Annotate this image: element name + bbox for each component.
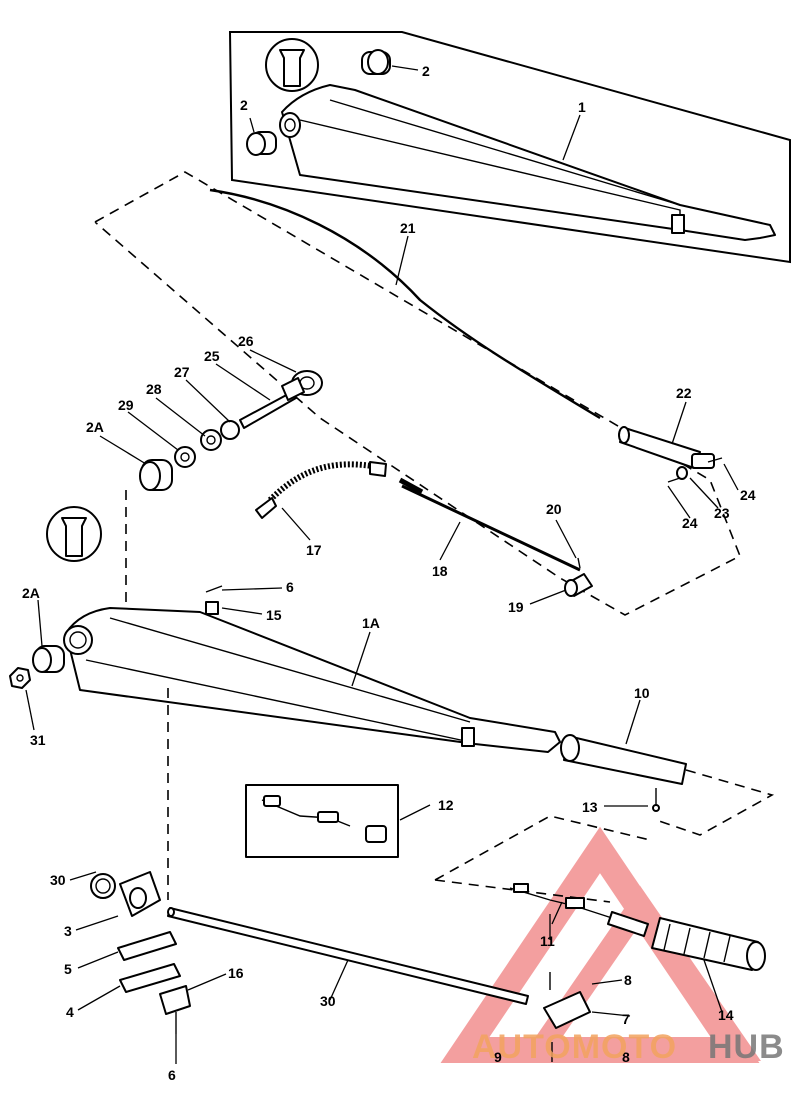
callout-2-top: 2 <box>422 63 430 79</box>
bushing-2A-upper <box>139 459 173 491</box>
callout-13: 13 <box>582 799 598 815</box>
callout-28: 28 <box>146 381 162 397</box>
callout-16: 16 <box>228 965 244 981</box>
callout-27: 27 <box>174 364 190 380</box>
bushing-2-top <box>361 49 391 75</box>
screw-6-top <box>205 585 223 615</box>
callout-31: 31 <box>30 732 46 748</box>
bushing-2-left <box>246 131 277 156</box>
callout-24-a: 24 <box>740 487 756 503</box>
callout-1: 1 <box>578 99 586 115</box>
watermark-text: AUTOMOTO HUB <box>472 1028 785 1066</box>
grip-sleeve-10 <box>560 734 687 785</box>
cable-21 <box>209 188 601 420</box>
screws-23-24 <box>667 457 723 483</box>
callout-30-rod: 30 <box>320 993 336 1009</box>
tiller-arm-lower <box>63 607 561 753</box>
callout-2A-bottom: 2A <box>22 585 40 601</box>
tiller-arm-upper <box>279 84 776 241</box>
callout-7: 7 <box>622 1011 630 1027</box>
watermark-word-hub: HUB <box>708 1028 785 1066</box>
callout-10: 10 <box>634 685 650 701</box>
callout-1A: 1A <box>362 615 380 631</box>
callout-22: 22 <box>676 385 692 401</box>
callout-23: 23 <box>714 505 730 521</box>
callout-19: 19 <box>508 599 524 615</box>
bushing-2A-lower <box>32 645 65 673</box>
callout-6-bottom: 6 <box>168 1067 176 1083</box>
dashed-outline-grip <box>655 769 775 836</box>
clip-16 <box>159 985 191 1015</box>
callout-9: 9 <box>494 1049 502 1065</box>
callout-8-bottom: 8 <box>622 1049 630 1065</box>
plate-5 <box>117 931 177 961</box>
callout-5: 5 <box>64 961 72 977</box>
callout-6-top: 6 <box>286 579 294 595</box>
screw-13 <box>652 788 660 812</box>
rod-18 <box>398 477 581 572</box>
callout-2A-top: 2A <box>86 419 104 435</box>
bushing-detail-circle-bottom <box>46 506 102 562</box>
callout-20: 20 <box>546 501 562 517</box>
bolt-stack <box>174 370 323 468</box>
callout-11: 11 <box>540 933 555 949</box>
flex-cable-17 <box>255 461 387 519</box>
bushing-detail-circle-top <box>265 38 319 92</box>
wire-leads-11 <box>509 883 613 919</box>
callout-17: 17 <box>306 542 322 558</box>
tube-22 <box>618 426 715 469</box>
callout-26: 26 <box>238 333 254 349</box>
callout-labels: 2 2 1 21 22 24 23 24 26 25 27 28 29 2A 1… <box>22 63 756 1083</box>
upper-inset-box <box>228 31 791 264</box>
plate-4 <box>119 963 181 993</box>
callout-24-b: 24 <box>682 515 698 531</box>
callout-2-left: 2 <box>240 97 248 113</box>
twist-grip-14 <box>607 911 766 971</box>
connector-19-20 <box>564 557 593 597</box>
watermark-word-auto: AUTOMOTO <box>472 1028 677 1066</box>
leader-lines <box>25 65 739 1064</box>
gear-cam-3 <box>90 871 161 917</box>
shift-rod-30 <box>167 907 529 1005</box>
callout-30-left: 30 <box>50 872 66 888</box>
callout-18: 18 <box>432 563 448 579</box>
callout-4: 4 <box>66 1004 74 1020</box>
nut-31 <box>9 667 31 689</box>
callout-29: 29 <box>118 397 134 413</box>
callout-21: 21 <box>400 220 416 236</box>
callout-14: 14 <box>718 1007 734 1023</box>
dashed-outline-cable <box>94 171 742 616</box>
callout-3: 3 <box>64 923 72 939</box>
wire-connector-12 <box>261 795 387 843</box>
callout-8-top: 8 <box>624 972 632 988</box>
callout-15: 15 <box>266 607 282 623</box>
bracket-7 <box>543 972 591 1062</box>
callout-25: 25 <box>204 348 220 364</box>
callout-12: 12 <box>438 797 454 813</box>
